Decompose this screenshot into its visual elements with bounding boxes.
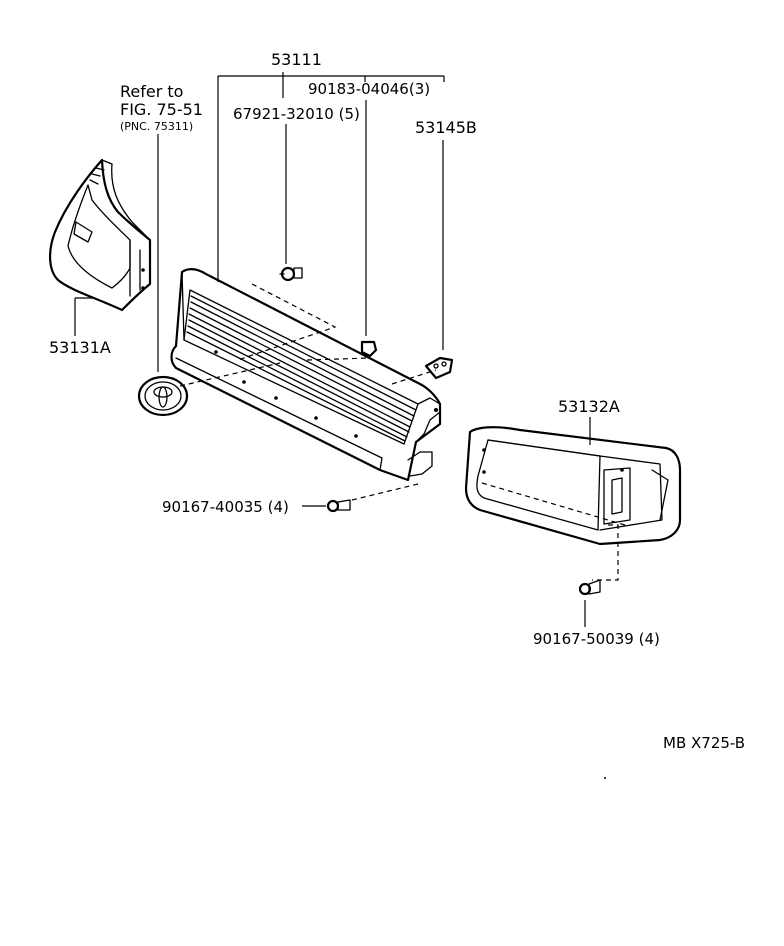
left-lamp-housing [49,158,152,312]
stray-dot [604,777,606,779]
label-left-lamp-housing: 53131A [49,338,111,357]
leader-lines [74,72,591,627]
label-screw-center: 90167-40035 (4) [162,498,289,516]
label-bracket: 53145B [415,118,477,137]
nut-part [360,340,378,358]
screw-center-part [326,499,351,513]
label-clip: 67921-32010 (5) [233,105,360,123]
label-grille-assy: 53111 [271,50,322,69]
label-refer-to: Refer to [120,82,183,101]
label-screw-right: 90167-50039 (4) [533,630,660,648]
toyota-emblem [137,375,189,417]
label-nut: 90183-04046(3) [308,80,430,98]
assembly-lines [179,283,626,581]
label-refer-pnc: (PNC. 75311) [120,120,193,133]
right-lamp-housing [464,426,682,546]
clip-part [279,266,303,282]
label-figure-code: MB X725-B [663,734,745,752]
radiator-grille [170,268,442,482]
label-refer-figure: FIG. 75-51 [120,100,203,119]
screw-right-part [578,579,601,596]
bracket-part [424,356,454,380]
label-right-lamp-housing: 53132A [558,397,620,416]
